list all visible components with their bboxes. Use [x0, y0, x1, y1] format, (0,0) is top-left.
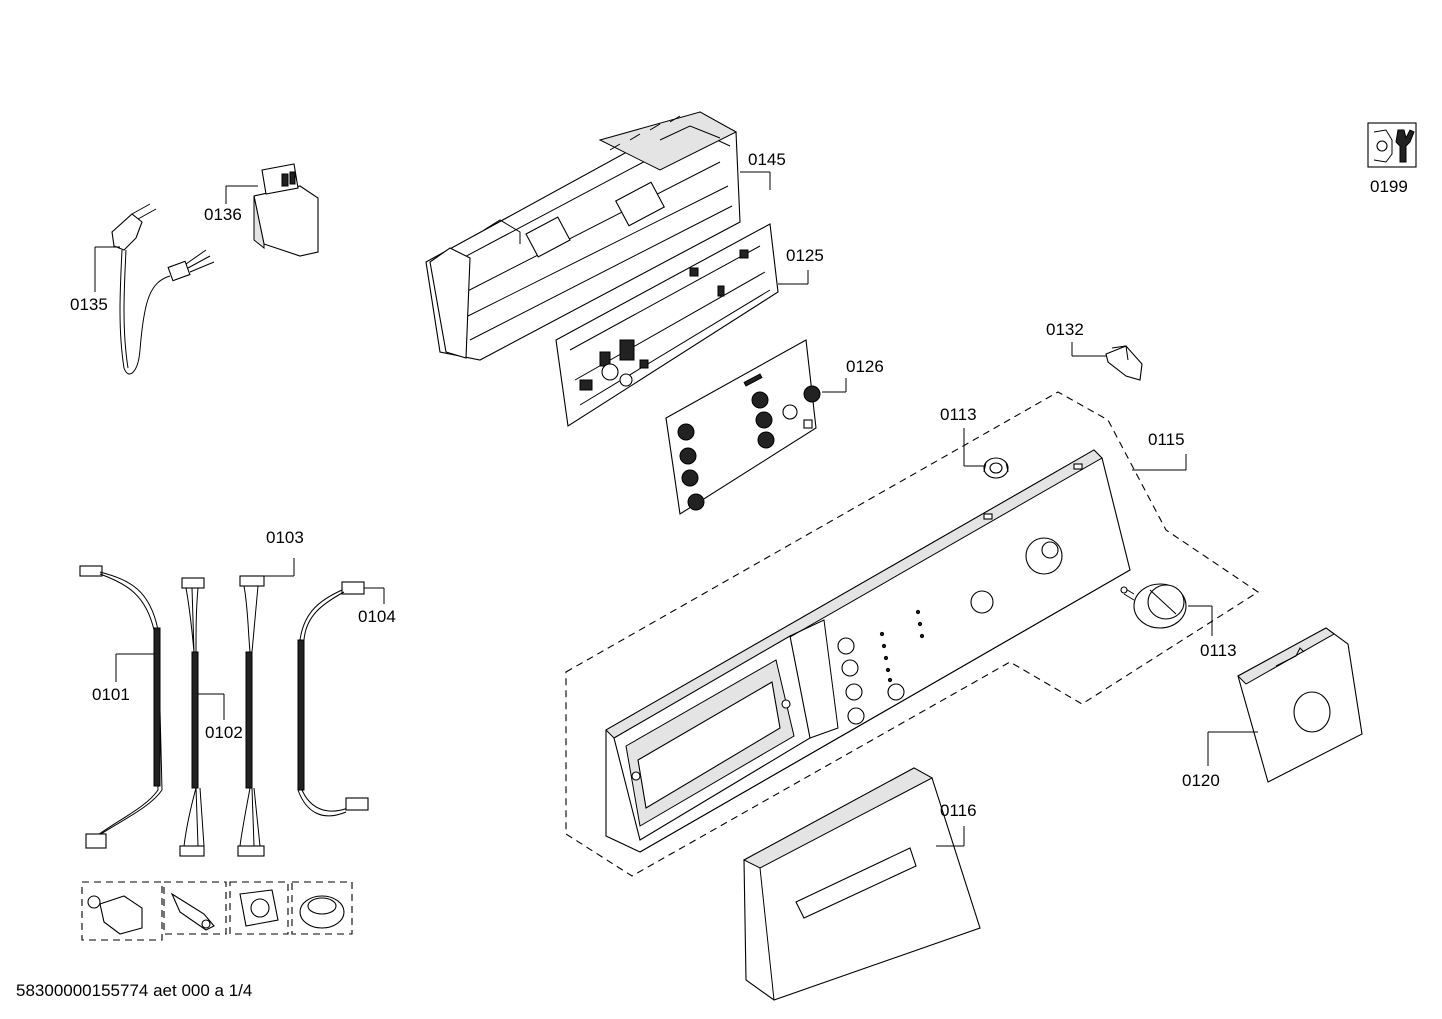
label-0120: 0120 — [1182, 771, 1220, 790]
label-0136: 0136 — [204, 205, 242, 224]
cable-harness-0103-part[interactable] — [237, 575, 265, 857]
label-0125: 0125 — [786, 246, 824, 265]
label-0102: 0102 — [205, 723, 243, 742]
cable-harness-0101-part[interactable] — [79, 565, 163, 849]
label-0113-right: 0113 — [1200, 641, 1237, 660]
drawing-number-footer: 58300000155774 aet 000 a 1/4 — [16, 981, 253, 1000]
power-cord-part[interactable] — [111, 203, 215, 375]
label-0103: 0103 — [266, 528, 304, 547]
pressure-switch-thumbnail[interactable] — [291, 881, 353, 935]
pump-thumbnail[interactable] — [229, 881, 289, 935]
cover-panel-part[interactable] — [1237, 627, 1363, 783]
control-panel-fascia-part[interactable] — [605, 449, 1131, 853]
cable-harness-0102-part[interactable] — [179, 577, 205, 857]
clip-part[interactable] — [1105, 345, 1143, 381]
label-0135: 0135 — [70, 295, 108, 314]
label-0132: 0132 — [1046, 320, 1084, 339]
detergent-drawer-handle-part[interactable] — [742, 767, 981, 1001]
valve-thumbnail[interactable] — [81, 881, 163, 941]
service-kit-icon-box[interactable] — [1367, 122, 1417, 168]
power-module-pcb-part[interactable] — [555, 223, 779, 427]
label-0104: 0104 — [358, 607, 396, 626]
cable-harness-0104-part[interactable] — [297, 581, 369, 817]
interference-suppressor-part[interactable] — [253, 163, 319, 257]
label-0113-top: 0113 — [940, 405, 977, 424]
label-0145: 0145 — [748, 150, 786, 169]
label-0199: 0199 — [1370, 177, 1408, 196]
control-panel-assembly-boundary — [565, 391, 1260, 877]
sensor-thumbnail[interactable] — [163, 881, 227, 935]
control-module-housing-part[interactable] — [425, 111, 741, 361]
label-0116: 0116 — [940, 801, 977, 820]
wrench-icon — [1395, 129, 1415, 163]
label-0126: 0126 — [846, 357, 884, 376]
label-0101: 0101 — [92, 685, 130, 704]
label-0115: 0115 — [1148, 430, 1185, 449]
programme-selector-knob-part[interactable] — [1120, 583, 1187, 629]
knob-insert-part[interactable] — [983, 457, 1009, 479]
operating-module-pcb-part[interactable] — [665, 339, 821, 515]
